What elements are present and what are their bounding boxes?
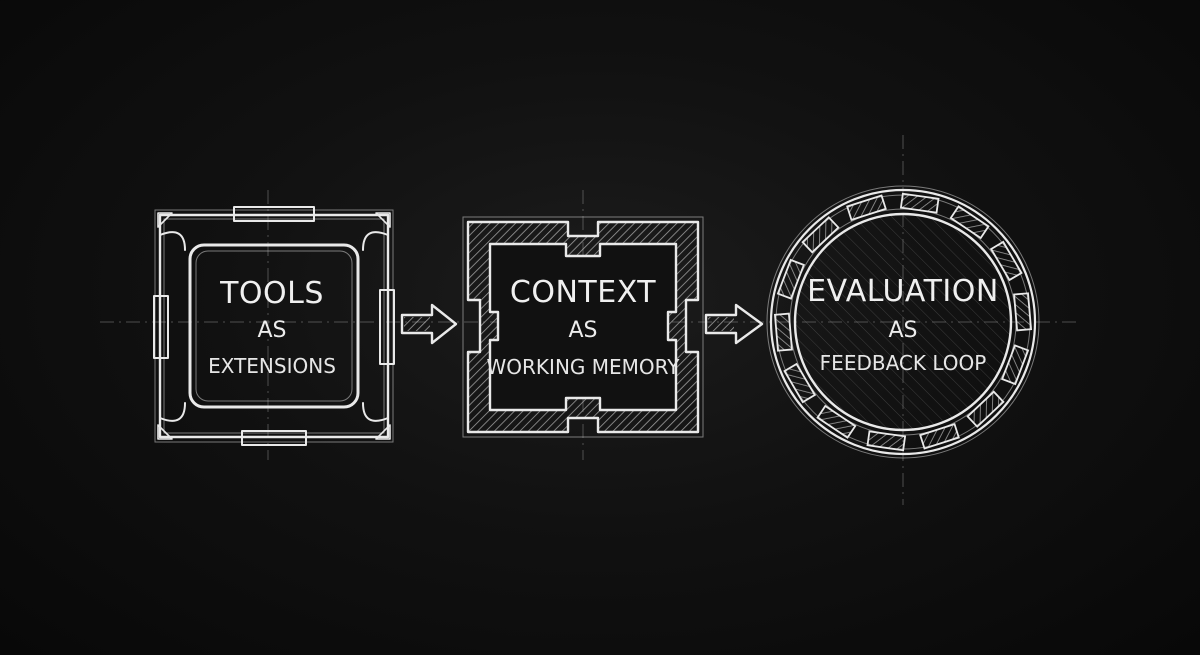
stage-evaluation: EVALUATION AS FEEDBACK LOOP bbox=[766, 135, 1040, 505]
ring-segment bbox=[846, 194, 887, 221]
context-title: CONTEXT bbox=[510, 275, 656, 310]
ring-segment bbox=[866, 430, 907, 452]
evaluation-outer-ring bbox=[769, 188, 1037, 456]
evaluation-title: EVALUATION bbox=[807, 274, 999, 309]
stage-context: CONTEXT AS WORKING MEMORY bbox=[462, 190, 704, 460]
arrow-right-icon bbox=[400, 303, 458, 345]
evaluation-connector: AS bbox=[888, 318, 917, 343]
context-subtitle: WORKING MEMORY bbox=[487, 355, 681, 379]
ring-segment bbox=[773, 312, 793, 352]
context-inner-box bbox=[488, 242, 678, 412]
evaluation-subtitle: FEEDBACK LOOP bbox=[820, 351, 987, 375]
ring-segment bbox=[966, 390, 1005, 428]
ring-segment bbox=[989, 240, 1023, 282]
evaluation-ring-segments bbox=[773, 192, 1033, 452]
arrow-right-icon bbox=[704, 303, 764, 345]
tools-subtitle: EXTENSIONS bbox=[208, 354, 336, 378]
ring-segment bbox=[919, 423, 960, 450]
ring-segment bbox=[801, 216, 840, 254]
ring-segment bbox=[816, 404, 857, 439]
tools-inner-box bbox=[188, 243, 360, 409]
tools-title: TOOLS bbox=[219, 276, 324, 311]
ring-segment bbox=[1013, 292, 1033, 332]
ring-segment bbox=[1001, 344, 1030, 386]
context-connector: AS bbox=[568, 318, 597, 343]
stage-tools: TOOLS AS EXTENSIONS bbox=[153, 190, 395, 460]
tools-connector: AS bbox=[257, 318, 286, 343]
ring-segment bbox=[776, 258, 805, 300]
tools-outer-frame bbox=[158, 213, 390, 439]
ring-segment bbox=[783, 362, 817, 404]
ring-segment bbox=[899, 192, 940, 214]
evaluation-inner-circle bbox=[793, 212, 1013, 432]
ring-segment bbox=[949, 205, 990, 240]
